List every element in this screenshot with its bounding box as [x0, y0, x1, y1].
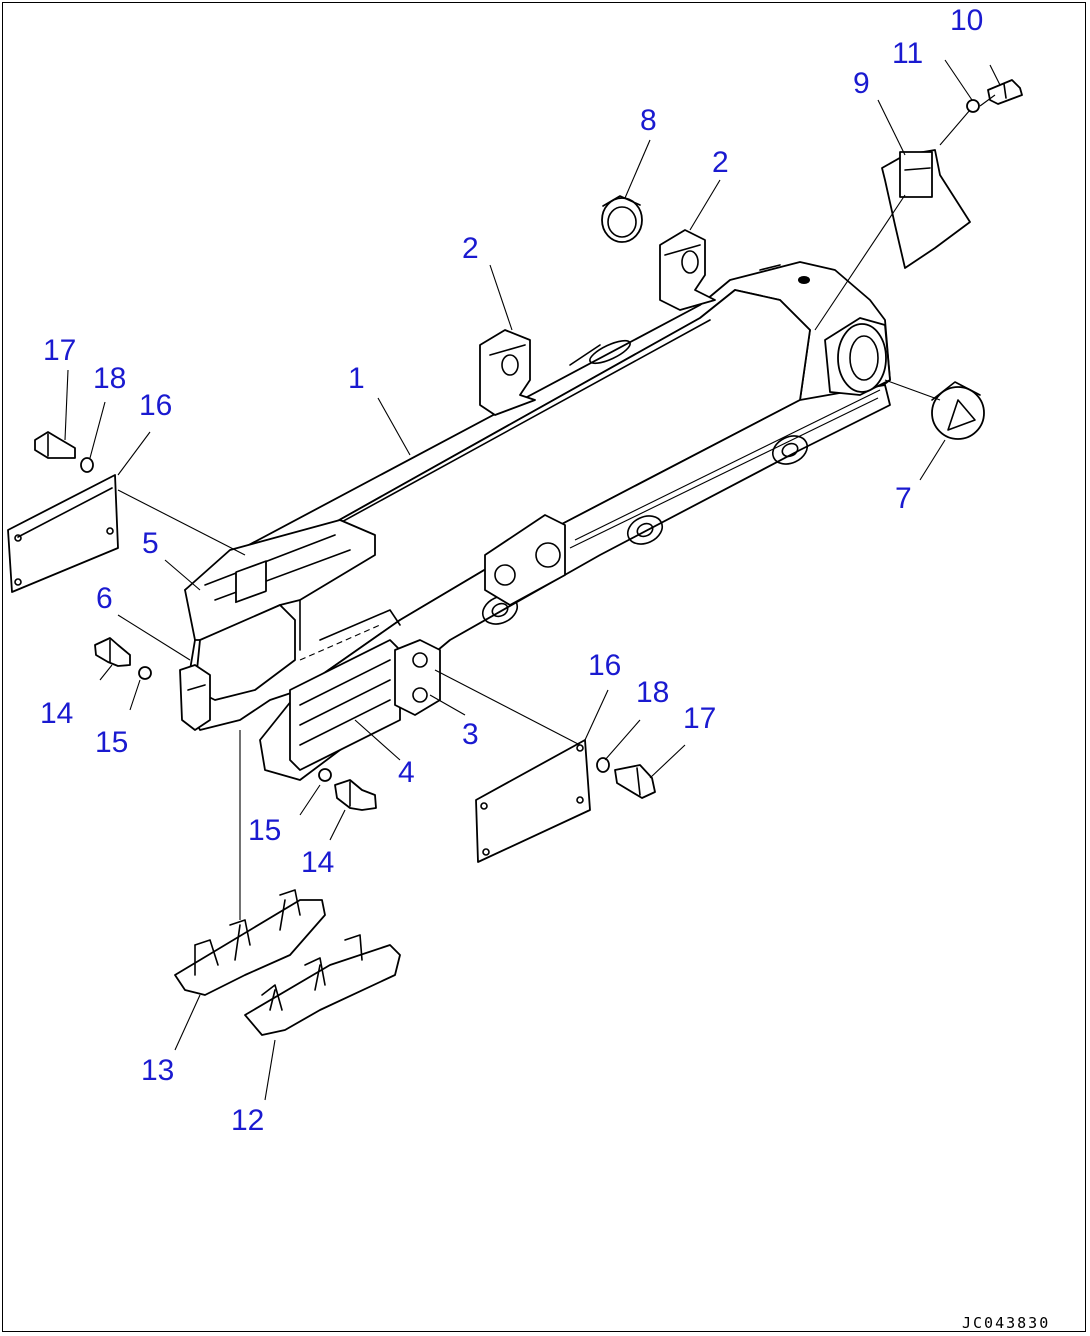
washer-11 — [966, 99, 980, 113]
callout-16-left: 16 — [139, 389, 172, 422]
callout-3: 3 — [462, 718, 479, 751]
callout-6: 6 — [96, 582, 113, 615]
callout-1: 1 — [348, 362, 365, 395]
callout-2-middle: 2 — [462, 232, 479, 265]
callout-15-left: 15 — [95, 726, 128, 759]
washer-15b — [318, 768, 332, 782]
cap-8 — [601, 195, 643, 243]
track-guard-12 — [244, 934, 401, 1036]
cap-7 — [931, 381, 985, 440]
callout-9: 9 — [853, 67, 870, 100]
bolt-10 — [987, 79, 1023, 105]
washer-18b — [596, 757, 610, 773]
bolt-14a — [94, 637, 131, 667]
callout-18-right: 18 — [636, 676, 669, 709]
callout-15-bottom: 15 — [248, 814, 281, 847]
washer-18a — [80, 457, 94, 473]
cover-plate-16b — [475, 739, 591, 863]
callout-17-right: 17 — [683, 702, 716, 735]
bolt-14b — [334, 779, 377, 811]
cover-plate-16a — [7, 474, 119, 593]
callout-12: 12 — [231, 1104, 264, 1137]
mounting-bracket-2a — [479, 329, 536, 416]
callout-11: 11 — [892, 37, 923, 70]
callout-7: 7 — [895, 482, 912, 515]
drawing-code: JC043830 — [962, 1314, 1050, 1332]
callout-5: 5 — [142, 527, 159, 560]
leader-lines — [64, 59, 1001, 1101]
callout-17-left: 17 — [43, 334, 76, 367]
callout-labels: 1 2 2 3 4 5 6 7 8 9 10 11 12 13 14 14 15… — [40, 4, 983, 1137]
callout-14-bottom: 14 — [301, 846, 334, 879]
front-cover-assembly — [179, 519, 441, 771]
callout-4: 4 — [398, 756, 415, 789]
callout-2-rear: 2 — [712, 146, 729, 179]
washer-15a — [138, 666, 152, 680]
callout-16-right: 16 — [588, 649, 621, 682]
track-guard-13 — [174, 889, 326, 996]
callout-14-left: 14 — [40, 697, 73, 730]
bolt-17b — [614, 764, 656, 799]
mounting-bracket-2b — [659, 229, 716, 311]
main-frame-body — [184, 261, 891, 781]
bracket-9 — [881, 149, 971, 269]
callout-8: 8 — [640, 104, 657, 137]
bolt-17a — [34, 431, 76, 459]
callout-18-left: 18 — [93, 362, 126, 395]
callout-13: 13 — [141, 1054, 174, 1087]
callout-10: 10 — [950, 4, 983, 37]
